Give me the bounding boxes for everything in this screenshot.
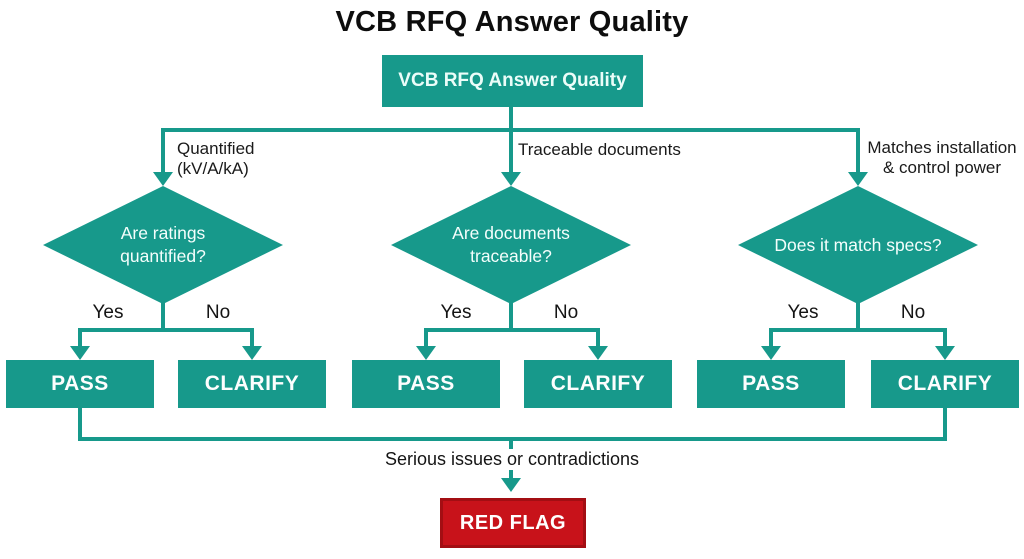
yes-label: Yes [787,302,819,323]
no-label: No [205,302,231,323]
arrow-down-icon [761,346,781,360]
arrow-down-icon [848,172,868,186]
decision-question: Are ratings quantified? [120,223,206,266]
pass-label: PASS [51,372,109,395]
decision-documents-traceable: Are documents traceable? [391,186,631,304]
root-node-label: VCB RFQ Answer Quality [398,70,627,91]
edge-no-2 [596,332,600,346]
edge-branch-3-drop [856,130,860,172]
edge-pass1-down [78,408,82,441]
arrow-down-icon [935,346,955,360]
branch-label-line: (kV/A/kA) [177,158,249,178]
edge-branch-1-drop [161,130,165,172]
edge-clarify3-down [943,408,947,441]
yes-label: Yes [440,302,472,323]
edge-decision-3-stub [856,300,860,332]
yes-label: Yes [92,302,124,323]
arrow-down-icon [588,346,608,360]
clarify-label: CLARIFY [550,372,646,395]
branch-label-line: Matches installation [867,138,1017,157]
pass-label: PASS [742,372,800,395]
decision-ratings-quantified: Are ratings quantified? [43,186,283,304]
arrow-down-icon [153,172,173,186]
arrow-down-icon [501,172,521,186]
decision-question: Are documents traceable? [452,223,570,266]
no-label: No [900,302,926,323]
clarify-label: CLARIFY [897,372,993,395]
pass-label: PASS [397,372,455,395]
serious-issues-label: Serious issues or contradictions [362,449,662,470]
branch-label-line: Quantified [177,139,255,158]
arrow-down-icon [501,478,521,492]
arrow-down-icon [416,346,436,360]
diagram-title: VCB RFQ Answer Quality [335,6,689,38]
arrow-down-icon [242,346,262,360]
red-flag-box: RED FLAG [440,498,586,548]
red-flag-label: RED FLAG [459,511,567,534]
pass-box-2: PASS [352,360,500,408]
edge-no-1 [250,332,254,346]
edge-yes-3 [769,332,773,346]
branch-label-line: & control power [882,157,1002,177]
edge-decision-2-stub [509,300,513,332]
branch-label-traceable: Traceable documents [518,140,681,160]
edge-root-stub [509,107,513,172]
clarify-label: CLARIFY [204,372,300,395]
edge-split-rail-3 [769,328,947,332]
pass-box-1: PASS [6,360,154,408]
arrow-down-icon [70,346,90,360]
decision-question: Does it match specs? [774,234,942,255]
edge-split-rail-2 [424,328,600,332]
decision-match-specs: Does it match specs? [738,186,978,304]
clarify-box-1: CLARIFY [178,360,326,408]
branch-label-matches: Matches installation & control power [860,138,1024,177]
pass-box-3: PASS [697,360,845,408]
branch-label-quantified: Quantified (kV/A/kA) [177,139,255,178]
clarify-box-3: CLARIFY [871,360,1019,408]
edge-no-3 [943,332,947,346]
edge-yes-2 [424,332,428,346]
edge-yes-1 [78,332,82,346]
edge-split-rail-1 [78,328,254,332]
root-node: VCB RFQ Answer Quality [382,55,643,107]
branch-label-line: Traceable documents [518,140,681,159]
no-label: No [553,302,579,323]
edge-bottom-rail [78,437,947,441]
clarify-box-2: CLARIFY [524,360,672,408]
edge-top-rail [161,128,860,132]
edge-decision-1-stub [161,300,165,332]
